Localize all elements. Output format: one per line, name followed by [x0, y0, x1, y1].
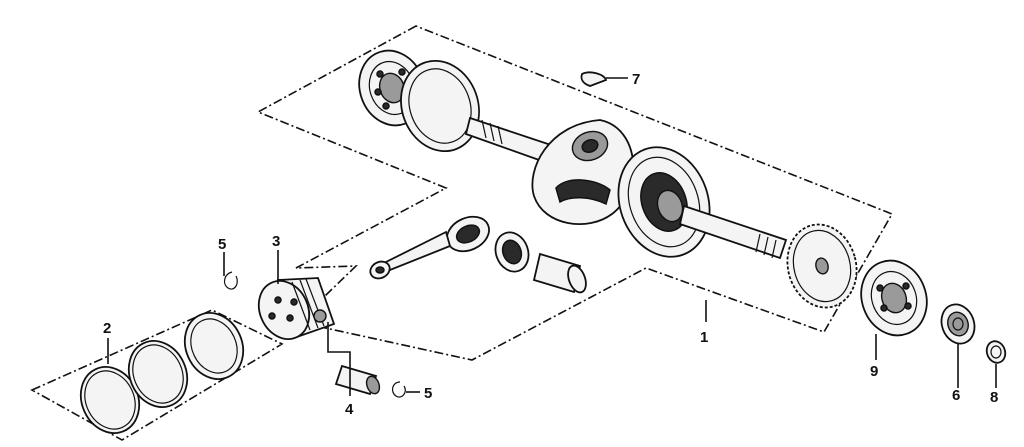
callout-6: 6: [952, 387, 960, 404]
right-bearing: [860, 259, 928, 337]
circlip-bottom: [391, 381, 406, 398]
callout-5-top: 5: [218, 236, 226, 253]
callout-9: 9: [870, 363, 878, 380]
connecting-rod: [369, 215, 490, 280]
circlip-top: [223, 271, 238, 290]
callout-2: 2: [103, 320, 111, 337]
callout-8: 8: [990, 389, 998, 406]
callout-5-bottom: 5: [424, 385, 432, 402]
piston-rings: [79, 312, 245, 434]
callout-4: 4: [345, 401, 354, 418]
callout-7: 7: [632, 71, 640, 88]
left-crank-web: [531, 119, 635, 226]
oil-seal: [940, 303, 976, 345]
crank-pin: [532, 252, 587, 294]
right-crank-web: [617, 146, 711, 258]
left-seal-ring: [400, 59, 480, 153]
woodruff-key: [580, 71, 608, 87]
piston: [257, 277, 336, 340]
leader-4: [327, 322, 351, 396]
crankshaft-drive-gear: [786, 223, 858, 309]
small-seal-washer: [985, 340, 1007, 364]
needle-bearing: [494, 231, 530, 273]
callout-1: 1: [700, 329, 708, 346]
callout-3: 3: [272, 233, 280, 250]
crankshaft-right-shaft: [678, 204, 788, 260]
piston-pin: [334, 364, 381, 396]
